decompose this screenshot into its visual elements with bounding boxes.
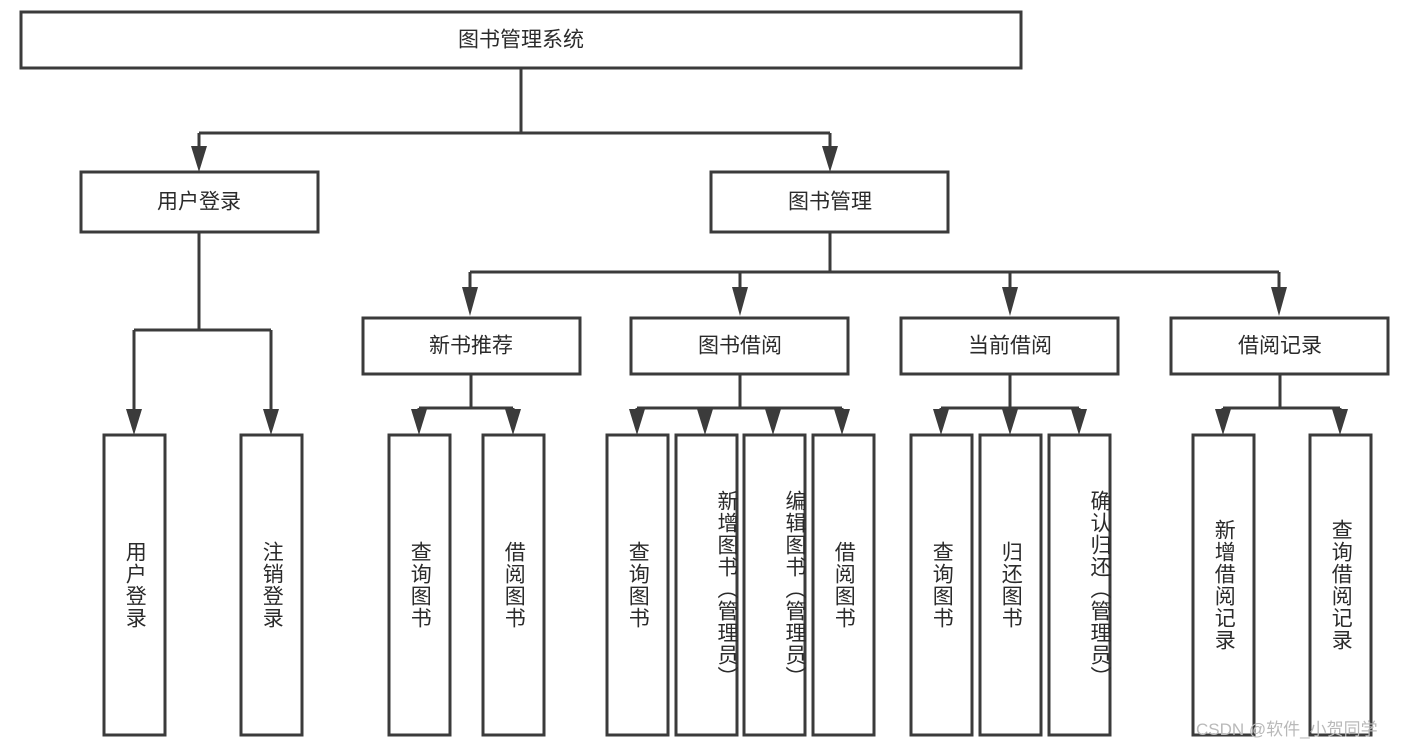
node-borrow-record-box bbox=[1169, 316, 1390, 376]
arrow-head-to-current-borrow bbox=[1002, 287, 1018, 316]
arrow-head-current-borrow-leaf-1 bbox=[933, 409, 949, 435]
arrow-head-to-borrow-record bbox=[1271, 287, 1287, 316]
node-book-borrow-label: 图书借阅 bbox=[698, 335, 782, 358]
node-book-borrow-box bbox=[629, 316, 850, 376]
arrow-head-book-borrow-leaf-4 bbox=[834, 409, 850, 435]
node-new-book-recommend-box bbox=[361, 316, 582, 376]
leaf-box-borrow-record-1[interactable] bbox=[1191, 433, 1256, 737]
leaf-box-current-borrow-3[interactable] bbox=[1047, 433, 1112, 737]
arrow-head-book-borrow-leaf-1 bbox=[629, 409, 645, 435]
leaf-box-new-book-1[interactable] bbox=[387, 433, 452, 737]
node-new-book-recommend[interactable]: 新书推荐 bbox=[361, 316, 582, 376]
leaf-box-book-borrow-4[interactable] bbox=[811, 433, 876, 737]
arrow-head-to-book-borrow bbox=[732, 287, 748, 316]
node-book-manage-label: 图书管理 bbox=[788, 191, 872, 214]
leaf-box-book-borrow-1[interactable] bbox=[605, 433, 670, 737]
arrow-head-current-borrow-leaf-2 bbox=[1002, 409, 1018, 435]
leaf-box-borrow-record-2[interactable] bbox=[1308, 433, 1373, 737]
leaf-box-user-login-2[interactable] bbox=[239, 433, 304, 737]
arrow-head-borrow-record-leaf-1 bbox=[1215, 409, 1231, 435]
node-root-system-label: 图书管理系统 bbox=[458, 29, 584, 52]
arrow-head-user-login-leaf-2 bbox=[263, 409, 279, 435]
arrow-head-new-book-leaf-1 bbox=[411, 409, 427, 435]
node-new-book-recommend-label: 新书推荐 bbox=[429, 335, 513, 358]
arrow-head-to-user-login bbox=[191, 146, 207, 172]
node-borrow-record[interactable]: 借阅记录 bbox=[1169, 316, 1390, 376]
arrow-head-current-borrow-leaf-3 bbox=[1071, 409, 1087, 435]
arrow-head-book-borrow-leaf-2 bbox=[697, 409, 713, 435]
node-root-system-box bbox=[19, 10, 1023, 70]
node-current-borrow-box bbox=[899, 316, 1120, 376]
node-root-system[interactable]: 图书管理系统 bbox=[19, 10, 1023, 70]
node-user-login-label: 用户登录 bbox=[157, 191, 241, 214]
arrow-head-to-book-manage bbox=[822, 146, 838, 172]
leaf-box-book-borrow-3[interactable] bbox=[742, 433, 807, 737]
node-book-manage[interactable]: 图书管理 bbox=[709, 170, 950, 234]
node-borrow-record-label: 借阅记录 bbox=[1238, 335, 1322, 358]
node-user-login[interactable]: 用户登录 bbox=[79, 170, 320, 234]
arrow-head-new-book-leaf-2 bbox=[505, 409, 521, 435]
node-current-borrow-label: 当前借阅 bbox=[968, 335, 1052, 358]
leaf-box-book-borrow-2[interactable] bbox=[674, 433, 739, 737]
leaf-box-current-borrow-1[interactable] bbox=[909, 433, 974, 737]
arrow-head-borrow-record-leaf-2 bbox=[1332, 409, 1348, 435]
node-current-borrow[interactable]: 当前借阅 bbox=[899, 316, 1120, 376]
arrow-head-book-borrow-leaf-3 bbox=[765, 409, 781, 435]
arrow-head-to-new-book bbox=[462, 287, 478, 316]
node-book-manage-box bbox=[709, 170, 950, 234]
csdn-watermark: CSDN @软件_小贺同学 bbox=[1196, 720, 1378, 739]
leaf-box-current-borrow-2[interactable] bbox=[978, 433, 1043, 737]
leaf-box-user-login-1[interactable] bbox=[102, 433, 167, 737]
leaf-box-new-book-2[interactable] bbox=[481, 433, 546, 737]
node-book-borrow[interactable]: 图书借阅 bbox=[629, 316, 850, 376]
arrow-head-user-login-leaf-1 bbox=[126, 409, 142, 435]
